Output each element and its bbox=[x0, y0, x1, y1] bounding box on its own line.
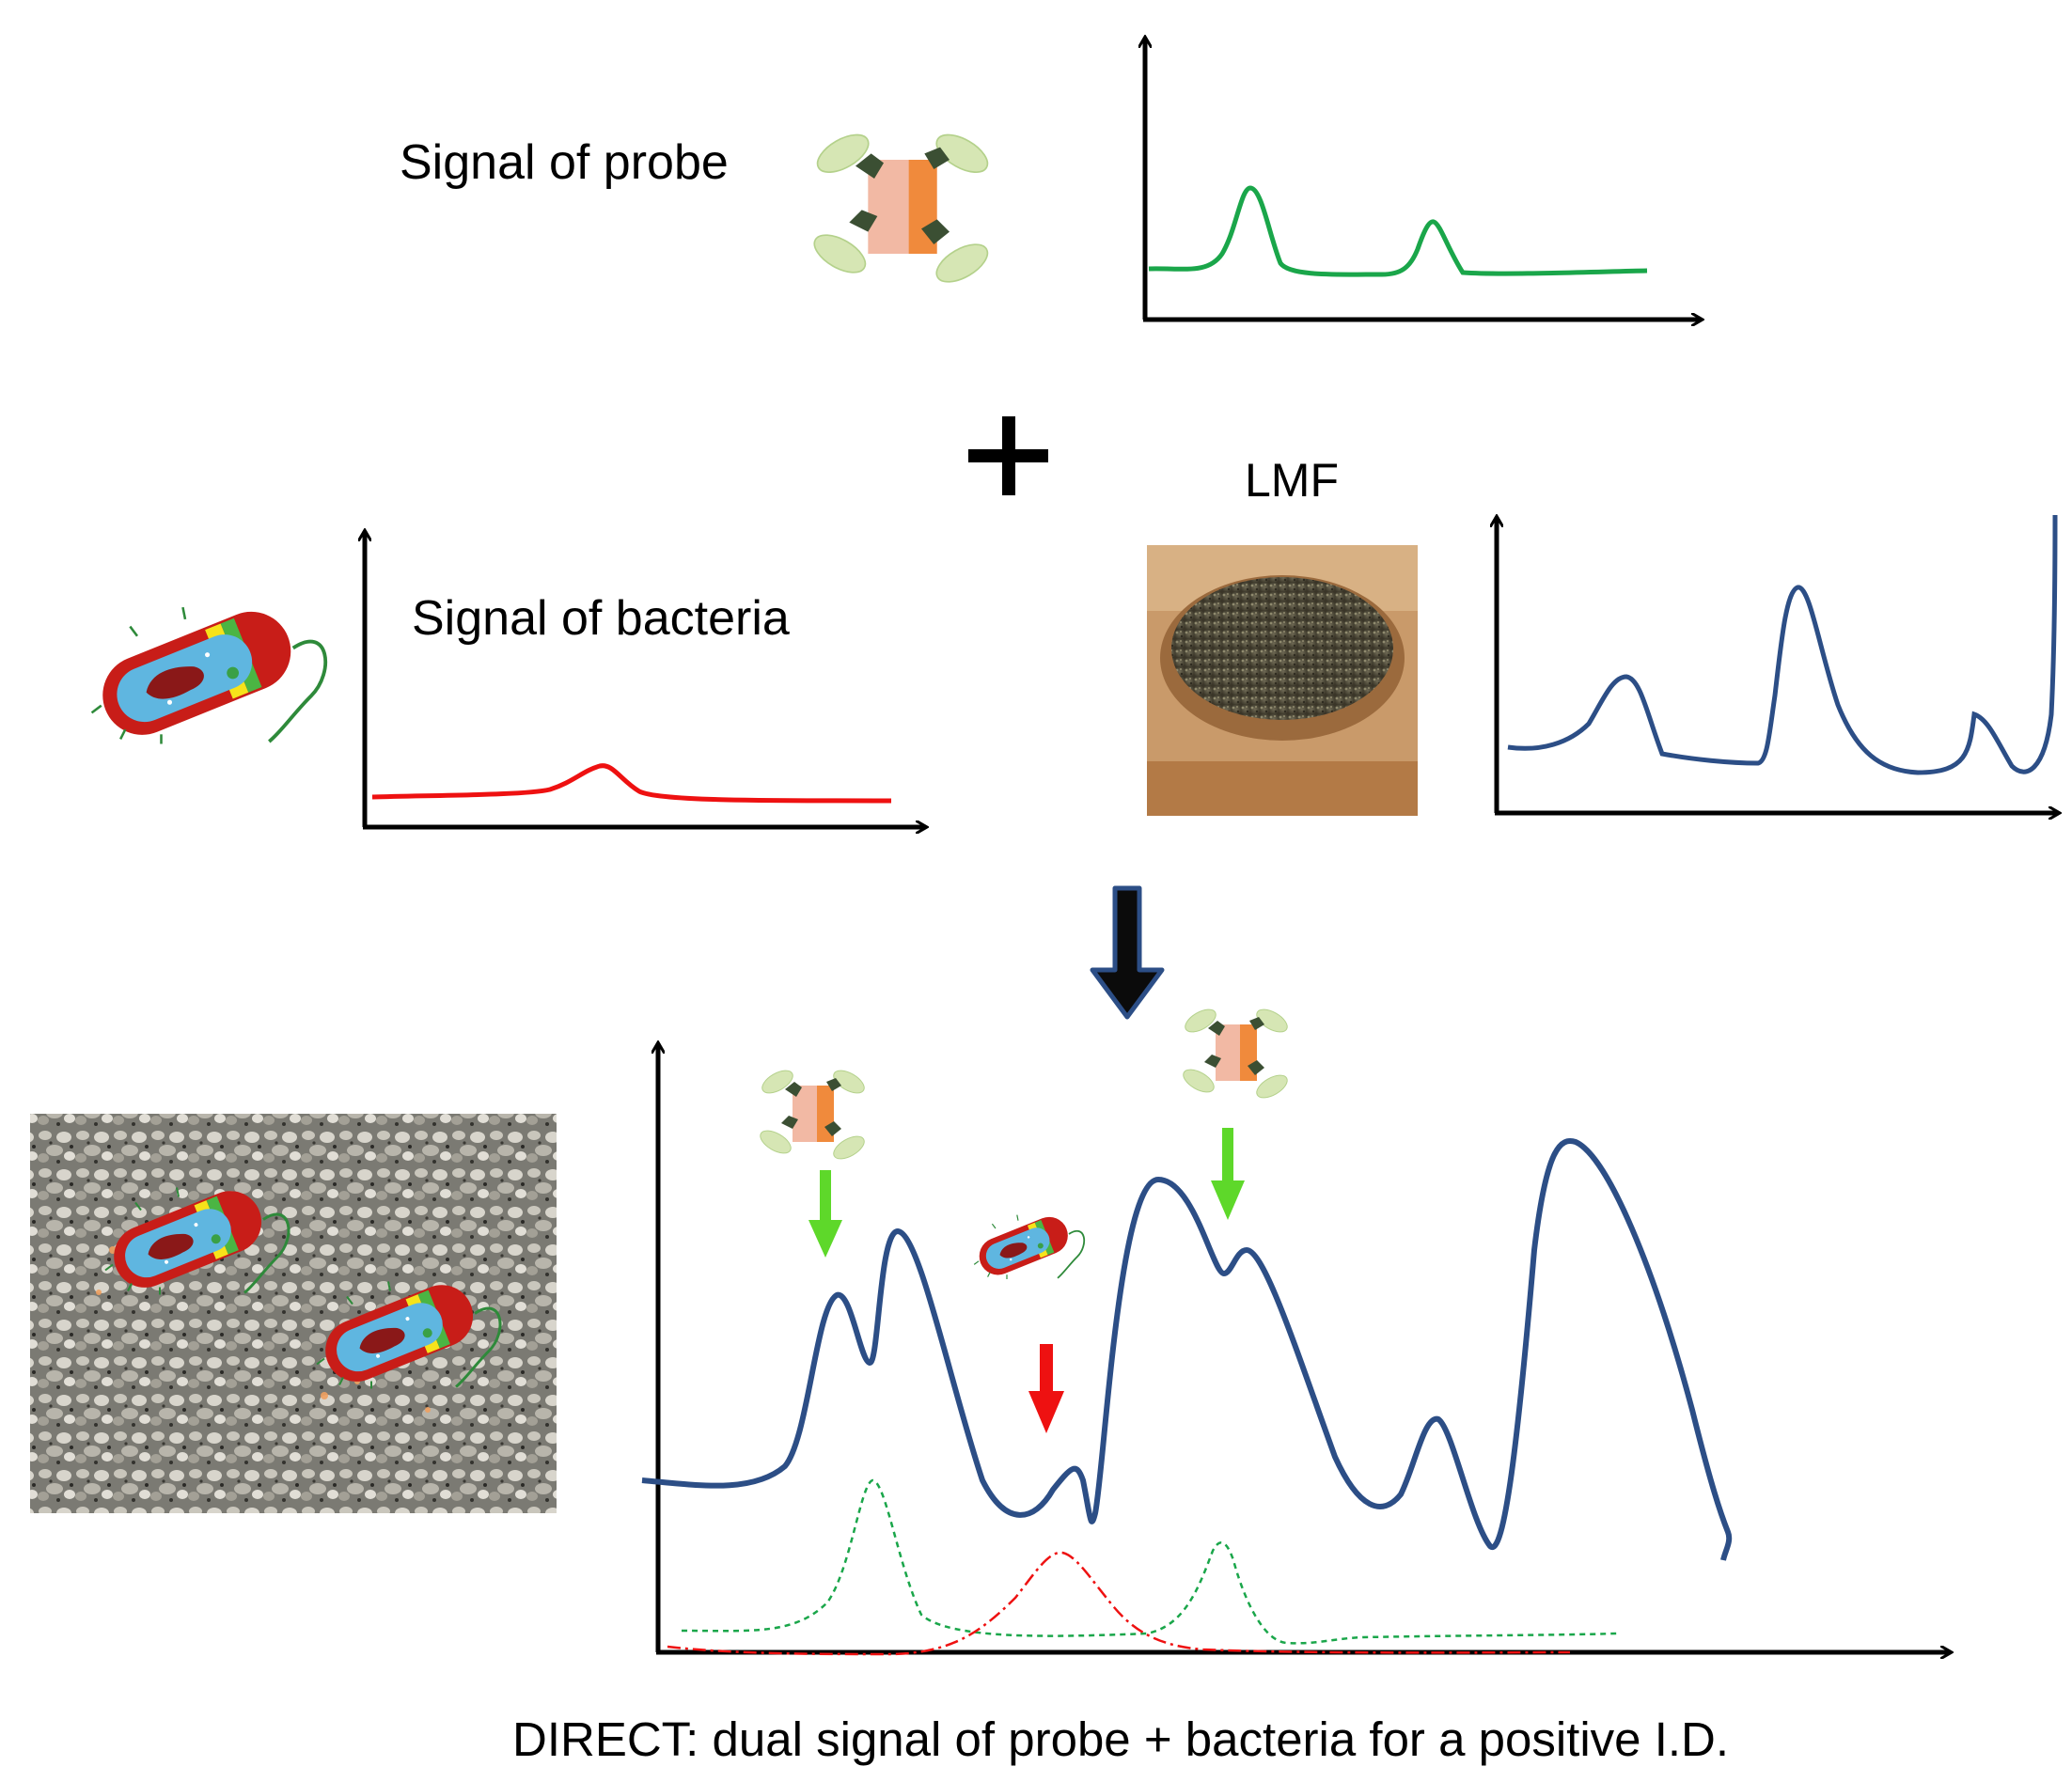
probe-component-curve bbox=[681, 1478, 1618, 1645]
probe-signal-plot bbox=[1143, 38, 1702, 320]
matrix-signal-curve bbox=[641, 1138, 1733, 1561]
plus-icon bbox=[968, 416, 1048, 495]
probe-signal-curve bbox=[1148, 185, 1648, 277]
bacteria-component-curve bbox=[667, 1551, 1571, 1656]
bacterium-icon bbox=[973, 1210, 1086, 1282]
lmf-signal-curve bbox=[1507, 514, 2058, 775]
probe-signal-label: Signal of probe bbox=[400, 135, 729, 190]
probe-peak-arrow bbox=[808, 1170, 842, 1258]
caption: DIRECT: dual signal of probe + bacteria … bbox=[512, 1712, 1729, 1766]
bacterium-icon bbox=[89, 598, 328, 747]
granular-sample-image bbox=[30, 1114, 557, 1513]
lmf-label: LMF bbox=[1245, 454, 1339, 507]
probe-peak-arrow bbox=[1211, 1128, 1245, 1220]
bacteria-signal-curve bbox=[371, 763, 892, 804]
lmf-signal-plot bbox=[1495, 515, 2059, 813]
bacteria-signal-label: Signal of bacteria bbox=[412, 591, 790, 646]
probe-particle-icon bbox=[807, 126, 995, 290]
powder-bowl-image bbox=[1147, 545, 1418, 816]
probe-particle-icon bbox=[1179, 1004, 1292, 1103]
probe-particle-icon bbox=[756, 1065, 869, 1165]
combined-signal-plot bbox=[641, 1004, 1951, 1656]
bacteria-signal-plot bbox=[363, 531, 926, 827]
bacteria-peak-arrow bbox=[1028, 1344, 1064, 1433]
down-arrow-icon bbox=[1090, 885, 1165, 1020]
